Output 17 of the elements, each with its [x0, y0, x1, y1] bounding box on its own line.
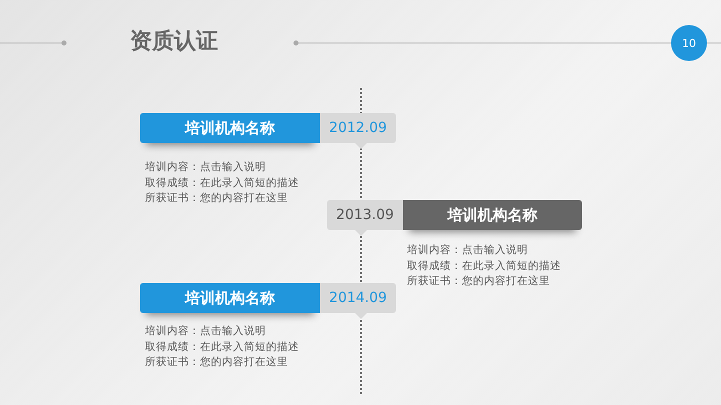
name-bar: 培训机构名称	[403, 200, 582, 230]
slide-title: 资质认证	[130, 28, 218, 56]
description-line: 取得成绩：在此录入简短的描述	[145, 176, 299, 190]
description-line: 培训内容：点击输入说明	[407, 243, 528, 258]
date-tab: 2012.09	[320, 113, 396, 143]
page-number: 10	[671, 25, 707, 61]
description-line: 所获证书：您的内容打在这里	[145, 191, 288, 206]
date-tab: 2014.09	[320, 283, 396, 313]
description-line: 所获证书：您的内容打在这里	[145, 355, 288, 370]
description-line: 培训内容：点击输入说明	[145, 160, 266, 175]
name-bar: 培训机构名称	[140, 283, 320, 313]
description-line: 取得成绩：在此录入简短的描述	[145, 340, 299, 354]
name-bar: 培训机构名称	[140, 113, 320, 143]
description-line: 所获证书：您的内容打在这里	[407, 274, 550, 289]
description-line: 培训内容：点击输入说明	[145, 324, 266, 339]
date-tab: 2013.09	[327, 200, 403, 230]
description-line: 取得成绩：在此录入简短的描述	[407, 258, 561, 274]
